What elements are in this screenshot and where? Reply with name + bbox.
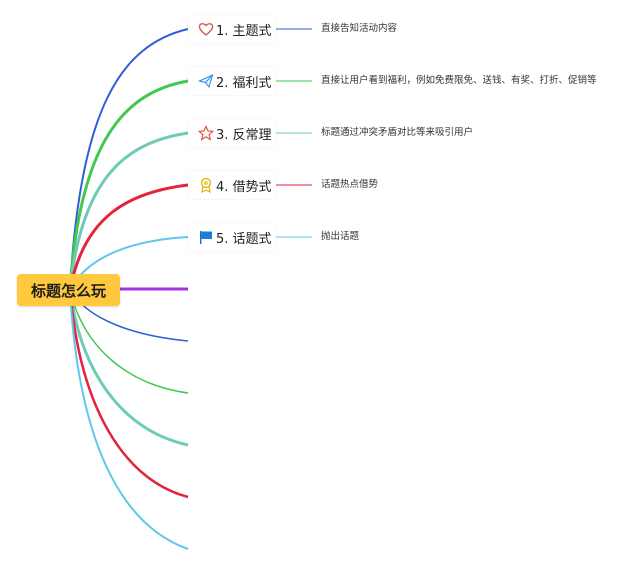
- branch-label-4: 4. 借势式: [216, 179, 272, 195]
- leaf-desc-4[interactable]: 话题热点借势: [321, 179, 379, 190]
- branch-node-5[interactable]: 5. 话题式: [188, 223, 276, 251]
- connector-empty-branch-3: [69, 289, 189, 394]
- leaf-desc-1[interactable]: 直接告知活动内容: [321, 23, 398, 34]
- flag-icon: [198, 229, 214, 245]
- medal-icon: [198, 177, 214, 193]
- connector-empty-branch-5: [68, 289, 189, 499]
- paper-plane-icon: [198, 73, 214, 89]
- root-node[interactable]: 标题怎么玩: [17, 274, 120, 306]
- branch-label-5: 5. 话题式: [216, 231, 272, 247]
- connector-empty-branch-4: [68, 289, 189, 447]
- root-label: 标题怎么玩: [30, 281, 106, 300]
- connector-empty-branch-6: [69, 289, 189, 550]
- heart-icon: [198, 21, 214, 37]
- connector-branch-4: [68, 183, 189, 291]
- connector-branch-3: [68, 131, 189, 291]
- branch-node-2[interactable]: 2. 福利式: [188, 67, 276, 95]
- branch-label-1: 1. 主题式: [216, 23, 272, 39]
- leaf-desc-3[interactable]: 标题通过冲突矛盾对比等来吸引用户: [321, 127, 474, 138]
- branch-node-3[interactable]: 3. 反常理: [188, 119, 276, 147]
- branch-label-3: 3. 反常理: [216, 127, 272, 143]
- branch-node-1[interactable]: 1. 主题式: [188, 15, 276, 43]
- branch-node-4[interactable]: 4. 借势式: [188, 171, 276, 199]
- connector-branch-2: [68, 79, 189, 291]
- star-icon: [198, 125, 214, 141]
- leaf-desc-5[interactable]: 抛出话题: [321, 231, 360, 242]
- branch-label-2: 2. 福利式: [216, 75, 272, 91]
- leaf-desc-2[interactable]: 直接让用户看到福利，例如免费限免、送钱、有奖、打折、促销等: [321, 75, 597, 86]
- connector-branch-1: [69, 28, 189, 291]
